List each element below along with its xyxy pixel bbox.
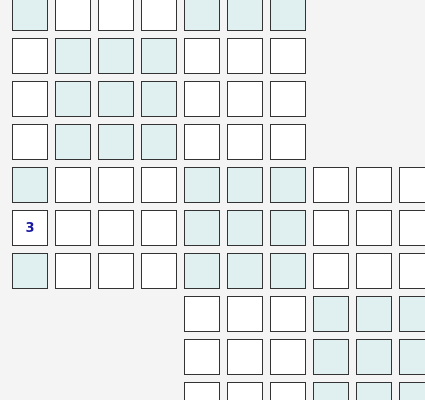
grid-cell[interactable] xyxy=(141,210,177,246)
grid-cell[interactable] xyxy=(98,167,134,203)
grid-cell[interactable] xyxy=(313,339,349,375)
grid-cell[interactable] xyxy=(184,296,220,332)
grid-cell[interactable] xyxy=(12,253,48,289)
grid-cell[interactable] xyxy=(313,210,349,246)
grid-cell[interactable] xyxy=(12,0,48,31)
grid-cell[interactable] xyxy=(12,81,48,117)
grid-cell[interactable] xyxy=(55,253,91,289)
grid-cell[interactable] xyxy=(356,210,392,246)
grid-cell[interactable] xyxy=(227,210,263,246)
grid-cell[interactable] xyxy=(98,0,134,31)
grid-cell[interactable] xyxy=(399,210,425,246)
grid-cell[interactable] xyxy=(184,167,220,203)
grid-cell[interactable] xyxy=(141,167,177,203)
grid-cell[interactable] xyxy=(98,38,134,74)
grid-cell[interactable] xyxy=(184,253,220,289)
grid-cell[interactable] xyxy=(270,38,306,74)
grid-cell[interactable] xyxy=(270,0,306,31)
grid-cell[interactable] xyxy=(227,81,263,117)
grid-cell[interactable] xyxy=(141,253,177,289)
grid-cell[interactable] xyxy=(270,253,306,289)
grid-cell[interactable] xyxy=(141,0,177,31)
grid-cell[interactable] xyxy=(141,38,177,74)
grid-cell[interactable] xyxy=(55,0,91,31)
grid-cell[interactable] xyxy=(313,382,349,400)
grid-cell[interactable] xyxy=(184,339,220,375)
grid-cell[interactable] xyxy=(399,339,425,375)
grid-cell[interactable] xyxy=(184,81,220,117)
grid-cell[interactable] xyxy=(12,124,48,160)
grid-cell[interactable] xyxy=(55,81,91,117)
grid-cell[interactable] xyxy=(270,382,306,400)
grid-cell[interactable] xyxy=(184,38,220,74)
grid-cell[interactable] xyxy=(98,124,134,160)
grid-cell[interactable] xyxy=(313,253,349,289)
grid-cell[interactable] xyxy=(270,81,306,117)
grid-cell[interactable] xyxy=(356,382,392,400)
grid-cell[interactable] xyxy=(270,339,306,375)
given-digit-cell[interactable]: 3 xyxy=(12,210,48,246)
grid-cell[interactable] xyxy=(227,38,263,74)
grid-cell[interactable] xyxy=(184,382,220,400)
grid-cell[interactable] xyxy=(98,81,134,117)
grid-cell[interactable] xyxy=(399,167,425,203)
grid-cell[interactable] xyxy=(12,38,48,74)
grid-cell[interactable] xyxy=(270,210,306,246)
grid-cell[interactable] xyxy=(55,167,91,203)
grid-cell[interactable] xyxy=(356,253,392,289)
grid-cell[interactable] xyxy=(184,0,220,31)
grid-cell[interactable] xyxy=(227,382,263,400)
grid-cell[interactable] xyxy=(270,296,306,332)
grid-cell[interactable] xyxy=(356,167,392,203)
grid-cell[interactable] xyxy=(227,124,263,160)
grid-cell[interactable] xyxy=(141,124,177,160)
grid-cell[interactable] xyxy=(356,296,392,332)
grid-cell[interactable] xyxy=(227,167,263,203)
grid-cell[interactable] xyxy=(399,296,425,332)
grid-cell[interactable] xyxy=(399,253,425,289)
grid-cell[interactable] xyxy=(98,210,134,246)
grid-cell[interactable] xyxy=(399,382,425,400)
grid-cell[interactable] xyxy=(313,167,349,203)
grid-cell[interactable] xyxy=(270,167,306,203)
grid-cell[interactable] xyxy=(227,339,263,375)
grid-cell[interactable] xyxy=(98,253,134,289)
grid-cell[interactable] xyxy=(141,81,177,117)
grid-cell[interactable] xyxy=(356,339,392,375)
grid-cell[interactable] xyxy=(12,167,48,203)
grid-cell[interactable] xyxy=(270,124,306,160)
grid-cell[interactable] xyxy=(227,296,263,332)
grid-cell[interactable] xyxy=(227,253,263,289)
grid-cell[interactable] xyxy=(184,124,220,160)
grid-cell[interactable] xyxy=(55,124,91,160)
grid-cell[interactable] xyxy=(313,296,349,332)
grid-cell[interactable] xyxy=(55,210,91,246)
grid-cell[interactable] xyxy=(227,0,263,31)
grid-cell[interactable] xyxy=(184,210,220,246)
grid-cell[interactable] xyxy=(55,38,91,74)
